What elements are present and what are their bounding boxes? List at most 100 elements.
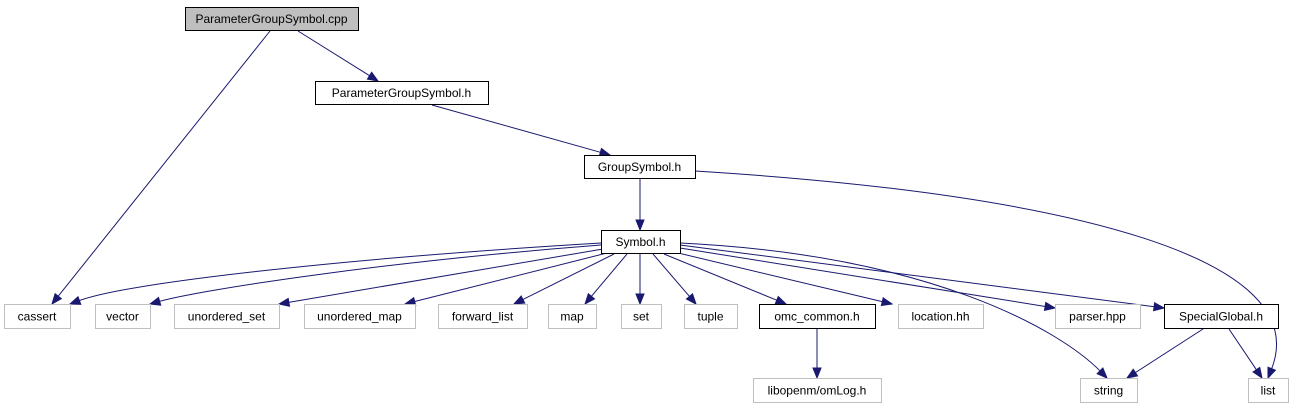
edge-symbol-h-to-map — [584, 253, 628, 306]
edge-symbol-h-to-special — [679, 244, 1166, 312]
edge-line — [78, 242, 602, 302]
node-box — [898, 304, 984, 329]
edge-group-h-to-symbol-h — [635, 179, 645, 232]
edge-arrowhead — [1125, 368, 1139, 379]
node-map: map — [548, 304, 597, 329]
edge-symbol-h-to-string — [679, 242, 1108, 379]
edge-arrowhead — [1043, 301, 1057, 312]
edge-line — [287, 248, 604, 303]
edge-arrowhead — [1252, 366, 1263, 380]
edge-line — [57, 30, 271, 298]
node-label: ParameterGroupSymbol.cpp — [195, 12, 347, 26]
node-specialglobal-h[interactable]: SpecialGlobal.h — [1164, 304, 1279, 329]
node-parser-hpp: parser.hpp — [1055, 304, 1141, 329]
edge-line — [297, 30, 371, 77]
edge-arrowhead — [1152, 301, 1166, 312]
edge-arrowhead — [584, 292, 596, 306]
edge-symbol-h-to-set — [635, 254, 645, 306]
node-box — [621, 304, 662, 329]
edge-line — [1134, 328, 1204, 374]
node-box — [753, 378, 882, 403]
node-libopenm-omlog-h: libopenm/omLog.h — [753, 378, 882, 403]
edge-symbol-h-to-location — [673, 251, 894, 307]
node-box — [185, 7, 359, 31]
node-symbol-h[interactable]: Symbol.h — [601, 230, 681, 254]
node-parametergroupsymbol-h[interactable]: ParameterGroupSymbol.h — [315, 81, 489, 105]
edge-line — [694, 170, 1277, 370]
node-parametergroupsymbol-cpp[interactable]: ParameterGroupSymbol.cpp — [185, 7, 359, 31]
edge-line — [652, 253, 691, 298]
edge-pgs-h-to-group-h — [431, 104, 612, 157]
node-cassert: cassert — [4, 304, 71, 329]
node-label: parser.hpp — [1069, 310, 1126, 324]
node-box — [304, 304, 416, 329]
node-box — [1164, 304, 1279, 329]
node-box — [601, 230, 681, 254]
edge-symbol-h-to-cassert — [68, 242, 602, 305]
node-label: tuple — [697, 310, 723, 324]
edge-line — [679, 242, 1102, 372]
edge-line — [413, 252, 608, 303]
node-box — [584, 155, 696, 179]
edge-line — [590, 253, 628, 298]
edge-arrowhead — [277, 297, 291, 307]
node-label: libopenm/omLog.h — [768, 384, 867, 398]
node-label: forward_list — [452, 310, 514, 324]
node-string: string — [1080, 378, 1138, 403]
node-vector: vector — [95, 304, 151, 329]
node-box — [1080, 378, 1138, 403]
node-box — [95, 304, 151, 329]
node-label: location.hh — [911, 310, 969, 324]
node-box — [1055, 304, 1141, 329]
node-box — [548, 304, 597, 329]
node-box — [174, 304, 280, 329]
node-label: cassert — [18, 310, 57, 324]
node-groupsymbol-h[interactable]: GroupSymbol.h — [584, 155, 696, 179]
edge-line — [431, 104, 602, 154]
edge-symbol-h-to-unordered-set — [277, 248, 604, 307]
node-label: unordered_set — [188, 310, 266, 324]
edge-arrowhead — [1267, 366, 1277, 380]
edge-line — [158, 244, 602, 303]
node-label: list — [1261, 384, 1276, 398]
node-box — [759, 304, 876, 329]
node-set: set — [621, 304, 662, 329]
edge-arrowhead — [51, 292, 63, 306]
edge-symbol-h-to-parser — [679, 247, 1057, 312]
edge-root-to-cassert — [51, 30, 271, 306]
edge-symbol-h-to-forward-list — [512, 253, 615, 305]
nodes-layer: ParameterGroupSymbol.cppParameterGroupSy… — [4, 7, 1289, 403]
edge-line — [1228, 328, 1258, 371]
node-label: GroupSymbol.h — [598, 160, 681, 174]
edge-arrowhead — [880, 296, 894, 307]
edge-arrowhead — [774, 295, 788, 305]
node-label: omc_common.h — [774, 310, 859, 324]
edge-omc-common-to-omlog — [812, 329, 822, 380]
edge-line — [521, 253, 615, 301]
node-box — [684, 304, 738, 329]
node-omc-common-h[interactable]: omc_common.h — [759, 304, 876, 329]
edge-line — [663, 253, 778, 302]
node-label: set — [633, 310, 650, 324]
edge-arrowhead — [598, 147, 612, 157]
edge-arrowhead — [1096, 367, 1108, 379]
node-label: unordered_map — [317, 310, 402, 324]
edge-arrowhead — [366, 71, 380, 82]
node-box — [315, 81, 489, 105]
edge-arrowhead — [512, 295, 526, 305]
node-label: vector — [106, 310, 139, 324]
edge-arrowhead — [635, 219, 645, 232]
edge-special-to-string — [1125, 328, 1204, 379]
node-unordered-map: unordered_map — [304, 304, 416, 329]
node-label: Symbol.h — [615, 235, 665, 249]
node-label: ParameterGroupSymbol.h — [332, 86, 471, 100]
edge-group-h-to-list — [694, 170, 1277, 380]
edge-symbol-h-to-unordered-map — [403, 252, 608, 307]
node-label: map — [560, 310, 584, 324]
edges-layer — [51, 30, 1277, 380]
node-forward-list: forward_list — [438, 304, 528, 329]
node-box — [438, 304, 528, 329]
node-box — [4, 304, 71, 329]
edge-arrowhead — [685, 292, 697, 306]
edge-arrowhead — [635, 293, 645, 306]
